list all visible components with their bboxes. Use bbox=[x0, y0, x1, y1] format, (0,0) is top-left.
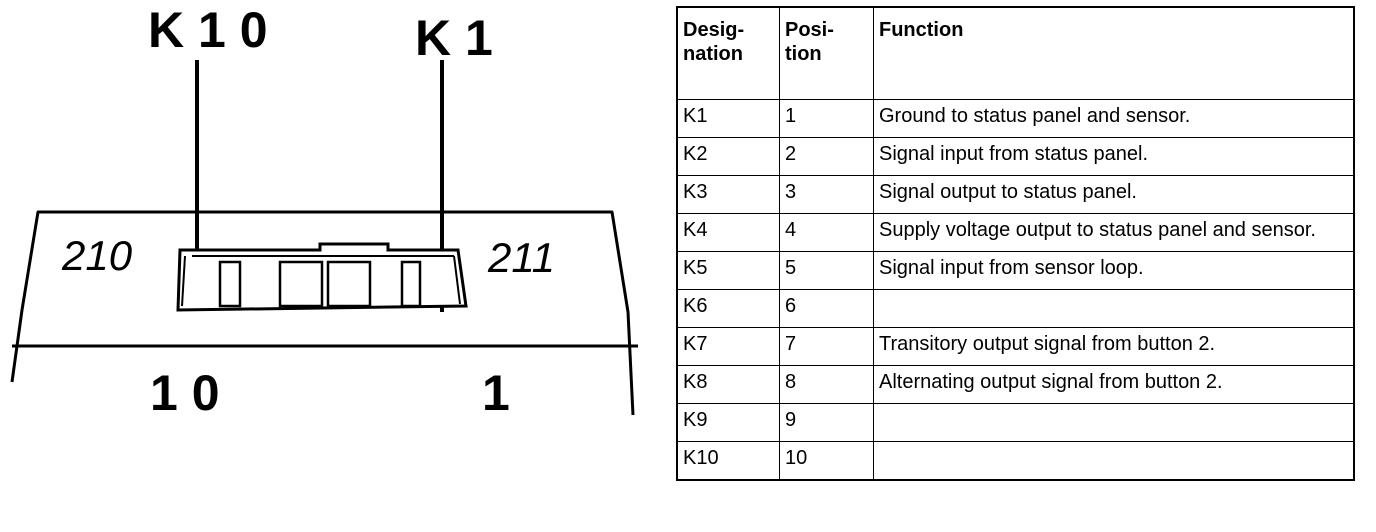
cell-designation: K8 bbox=[676, 365, 780, 404]
cell-function: Signal output to status panel. bbox=[873, 175, 1355, 214]
table-row: K8 8 Alternating output signal from butt… bbox=[676, 365, 1355, 404]
cell-function: Alternating output signal from button 2. bbox=[873, 365, 1355, 404]
cell-designation: K1 bbox=[676, 99, 780, 138]
pin bbox=[326, 260, 372, 308]
cell-function: Ground to status panel and sensor. bbox=[873, 99, 1355, 138]
cell-position: 8 bbox=[779, 365, 874, 404]
cell-designation: K4 bbox=[676, 213, 780, 252]
cell-designation: K2 bbox=[676, 137, 780, 176]
cell-function bbox=[873, 403, 1355, 442]
pin bbox=[278, 260, 324, 308]
table-row: K3 3 Signal output to status panel. bbox=[676, 175, 1355, 214]
cell-function: Supply voltage output to status panel an… bbox=[873, 213, 1355, 252]
cell-designation: K6 bbox=[676, 289, 780, 328]
connector-pins bbox=[218, 260, 422, 308]
connector-diagram: K 1 0 K 1 210 211 1 0 1 bbox=[10, 2, 638, 421]
cell-position: 6 bbox=[779, 289, 874, 328]
cell-designation: K10 bbox=[676, 441, 780, 481]
cell-position: 5 bbox=[779, 251, 874, 290]
cell-designation: K5 bbox=[676, 251, 780, 290]
pin-function-table: Desig-nation Posi-tion Function K1 1 Gro… bbox=[676, 6, 1355, 481]
cell-position: 7 bbox=[779, 327, 874, 366]
table-row: K7 7 Transitory output signal from butto… bbox=[676, 327, 1355, 366]
label-pin-1: 1 bbox=[482, 365, 510, 421]
table-row: K10 10 bbox=[676, 441, 1355, 481]
label-211: 211 bbox=[487, 234, 555, 281]
header-position: Posi-tion bbox=[779, 6, 874, 100]
cell-position: 10 bbox=[779, 441, 874, 481]
label-k1: K 1 bbox=[415, 10, 493, 66]
pin bbox=[400, 260, 422, 308]
cell-position: 4 bbox=[779, 213, 874, 252]
cell-position: 9 bbox=[779, 403, 874, 442]
label-210: 210 bbox=[61, 232, 133, 279]
label-k10: K 1 0 bbox=[148, 2, 268, 58]
header-function: Function bbox=[873, 6, 1355, 100]
cell-designation: K3 bbox=[676, 175, 780, 214]
cell-designation: K7 bbox=[676, 327, 780, 366]
cell-function: Signal input from sensor loop. bbox=[873, 251, 1355, 290]
cell-position: 2 bbox=[779, 137, 874, 176]
label-pin-10: 1 0 bbox=[150, 365, 220, 421]
pin bbox=[218, 260, 242, 308]
table-row: K5 5 Signal input from sensor loop. bbox=[676, 251, 1355, 290]
header-designation: Desig-nation bbox=[676, 6, 780, 100]
cell-designation: K9 bbox=[676, 403, 780, 442]
table-row: K4 4 Supply voltage output to status pan… bbox=[676, 213, 1355, 252]
cell-position: 1 bbox=[779, 99, 874, 138]
table-row: K1 1 Ground to status panel and sensor. bbox=[676, 99, 1355, 138]
table-row: K2 2 Signal input from status panel. bbox=[676, 137, 1355, 176]
connector-housing-outline bbox=[10, 210, 635, 416]
cell-position: 3 bbox=[779, 175, 874, 214]
cell-function bbox=[873, 441, 1355, 481]
table-row: K6 6 bbox=[676, 289, 1355, 328]
table-row: K9 9 bbox=[676, 403, 1355, 442]
table-header-row: Desig-nation Posi-tion Function bbox=[676, 6, 1355, 100]
cell-function: Transitory output signal from button 2. bbox=[873, 327, 1355, 366]
cell-function bbox=[873, 289, 1355, 328]
cell-function: Signal input from status panel. bbox=[873, 137, 1355, 176]
